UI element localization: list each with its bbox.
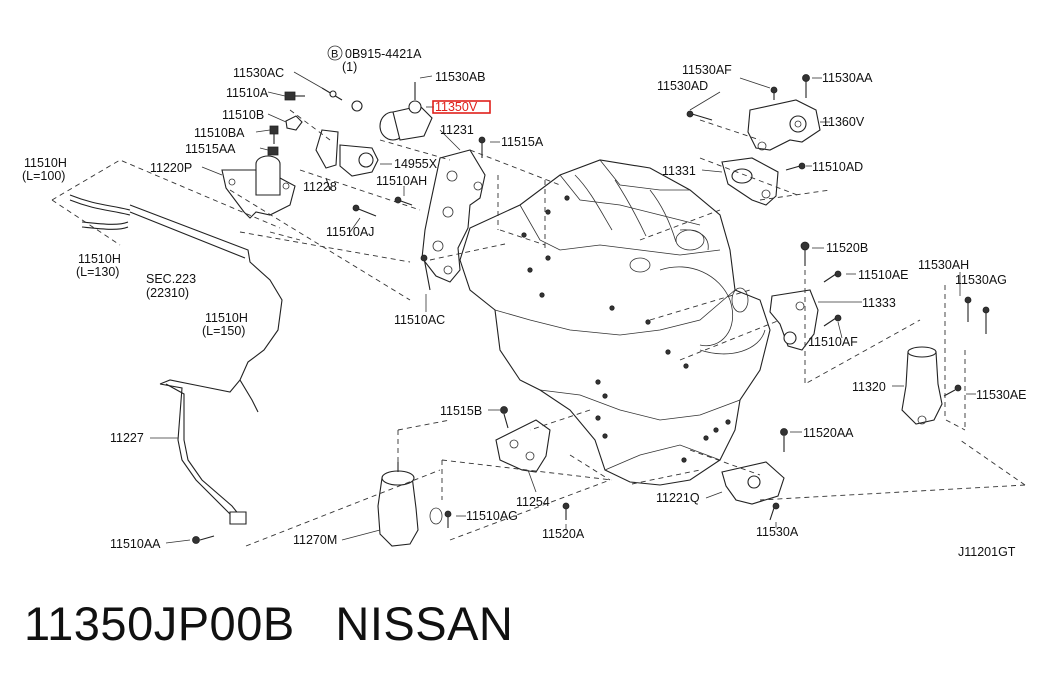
insulator-11320: [901, 346, 943, 425]
drawing-code: J11201GT: [958, 545, 1016, 559]
callout-11530ac: 11530AC: [233, 66, 284, 80]
bracket-11331: [721, 157, 779, 206]
callout-11530ah: 11530AH: [918, 258, 969, 272]
callout-l150: (L=150): [202, 324, 245, 338]
highlight-box-11350v: [432, 100, 491, 114]
callout-11270m: 11270M: [293, 533, 337, 547]
callout-sec223: SEC.223: [146, 272, 196, 286]
part-number: 11350JP00B: [24, 597, 295, 650]
callout-0b915: 0B915-4421A: [345, 47, 422, 61]
callout-11510af: 11510AF: [808, 335, 858, 349]
bracket-11333: [769, 289, 819, 351]
callout-11510h-150: 11510H: [205, 311, 248, 325]
callout-11530ag: 11530AG: [955, 273, 1007, 287]
callout-11510ac: 11510AC: [394, 313, 445, 327]
bracket-11360v: [747, 99, 821, 151]
part-14955x: [315, 129, 379, 191]
hoses-11510h: [69, 194, 283, 544]
engine-block: [459, 159, 771, 486]
callout-11530aa: 11530AA: [822, 71, 873, 85]
callout-11520aa: 11520AA: [803, 426, 854, 440]
callout-l130: (L=130): [76, 265, 119, 279]
callout-11515a: 11515A: [501, 135, 544, 149]
callout-11254: 11254: [516, 495, 550, 509]
callout-11227: 11227: [110, 431, 144, 445]
callout-11510ae: 11510AE: [858, 268, 909, 282]
callout-labels: 0B915-4421A (1) 11530AC 11530AB 11350V 1…: [22, 47, 1027, 559]
callout-11520a: 11520A: [542, 527, 585, 541]
callout-14955x: 14955X: [394, 157, 438, 171]
callout-11231: 11231: [440, 123, 474, 137]
circled-b-symbol: [327, 45, 343, 61]
mount-11350v: [379, 82, 433, 141]
callout-11510a: 11510A: [226, 86, 269, 100]
callout-0b915-qty: (1): [342, 60, 357, 74]
callout-22310: (22310): [146, 286, 189, 300]
callout-11515b: 11515B: [440, 404, 482, 418]
callout-l100: (L=100): [22, 169, 65, 183]
callout-11510h-130: 11510H: [78, 252, 121, 266]
callout-11350v: 11350V: [435, 100, 478, 114]
bracket-11231: [421, 149, 486, 283]
bracket-11221q: [721, 428, 788, 521]
callout-11331: 11331: [662, 164, 696, 178]
callout-11228: 11228: [303, 180, 337, 194]
callout-11510aj: 11510AJ: [326, 225, 374, 239]
callout-11520b: 11520B: [826, 241, 868, 255]
callout-11221q: 11221Q: [656, 491, 700, 505]
bracket-11254: [495, 406, 551, 473]
callout-11510ag: 11510AG: [466, 509, 518, 523]
bolts-upper-mid: [352, 136, 486, 291]
callout-11515aa: 11515AA: [185, 142, 236, 156]
bolts-right: [800, 241, 990, 397]
callout-11510aa: 11510AA: [110, 537, 161, 551]
callout-11510ba: 11510BA: [194, 126, 245, 140]
engine-mount-exploded-view: B 0B915-4421A (1) 11530AC 11530AB 11350V…: [22, 45, 1027, 559]
callout-11333: 11333: [862, 296, 896, 310]
callout-11360v: 11360V: [822, 115, 865, 129]
brand-name: NISSAN: [335, 597, 514, 650]
callout-11510b: 11510B: [222, 108, 264, 122]
bolts-upper-right: [686, 74, 810, 171]
callout-11320: 11320: [852, 380, 886, 394]
callout-11510ah: 11510AH: [376, 174, 427, 188]
callout-11510ad: 11510AD: [812, 160, 863, 174]
callout-11530a: 11530A: [756, 525, 799, 539]
bolts-upper-left: [267, 87, 363, 156]
bracket-11220p: [221, 155, 296, 219]
callout-11530ab: 11530AB: [435, 70, 486, 84]
dashed-leaders: [51, 109, 1026, 547]
callout-11510h-100: 11510H: [24, 156, 67, 170]
circled-b-letter: B: [331, 49, 338, 61]
footer-caption: 11350JP00B NISSAN: [24, 596, 513, 651]
callout-11530ad: 11530AD: [657, 79, 708, 93]
callout-11530ae: 11530AE: [976, 388, 1027, 402]
callout-11530af: 11530AF: [682, 63, 732, 77]
callout-11220p: 11220P: [150, 161, 192, 175]
insulator-11270m: [377, 462, 570, 547]
